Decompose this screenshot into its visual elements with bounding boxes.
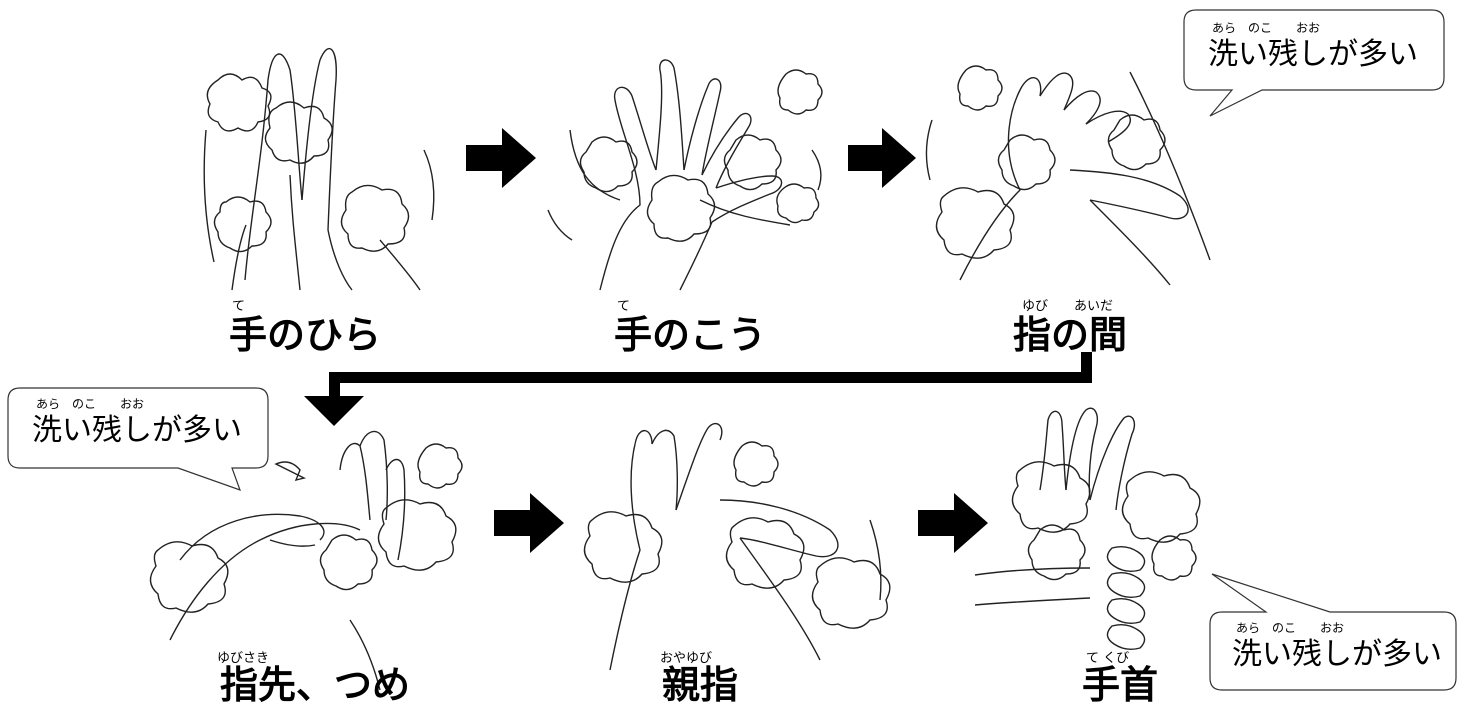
step-ruby: て くび <box>1086 651 1130 666</box>
callout-bubble-top-right <box>1183 9 1445 117</box>
callout-text-left: あら のこ おお 洗い残しが多い <box>32 398 252 458</box>
callout-ruby: あら のこ おお <box>1212 21 1321 35</box>
hand-illustration-between-fingers <box>925 65 1211 286</box>
arrow-right-4 <box>918 493 988 553</box>
step-ruby: て <box>232 299 246 314</box>
hand-illustration-thumbs <box>583 422 891 671</box>
callout-ruby: あら のこ おお <box>1236 621 1345 635</box>
step-label-text: 指先、つめ <box>219 663 410 707</box>
hand-illustration-fingertips <box>149 430 463 691</box>
step-ruby: ゆびさき <box>217 651 270 666</box>
hand-illustration-backs <box>547 59 823 291</box>
arrow-right-3 <box>494 493 564 553</box>
callout-label: 洗い残しが多い <box>1208 37 1418 72</box>
callout-text-bottom-right: あら のこ おお 洗い残しが多い <box>1232 622 1452 682</box>
callout-bubble-left <box>7 387 269 491</box>
callout-label: 洗い残しが多い <box>1232 637 1442 672</box>
step-label-text: 親指 <box>661 663 738 707</box>
callout-ruby: あら のこ おお <box>36 397 145 411</box>
step-ruby: て <box>617 299 631 314</box>
step-label-text: 手のこう <box>613 313 766 357</box>
step-ruby: ゆび あいだ <box>1022 299 1114 314</box>
step-label-text: 手のひら <box>228 313 381 357</box>
step-label-text: 手首 <box>1081 663 1158 707</box>
callout-bubble-bottom-right <box>1209 573 1457 691</box>
hand-illustration-wrists <box>974 407 1201 651</box>
step-label-text: 指の間 <box>1012 313 1127 357</box>
arrow-right-1 <box>466 128 536 188</box>
callout-text-top-right: あら のこ おお 洗い残しが多い <box>1208 22 1428 82</box>
callout-label: 洗い残しが多い <box>32 413 242 448</box>
hand-illustration-palms <box>203 48 435 291</box>
step-ruby: おやゆび <box>660 651 713 666</box>
arrow-right-2 <box>848 128 916 188</box>
row-connector-arrow <box>304 352 1092 426</box>
